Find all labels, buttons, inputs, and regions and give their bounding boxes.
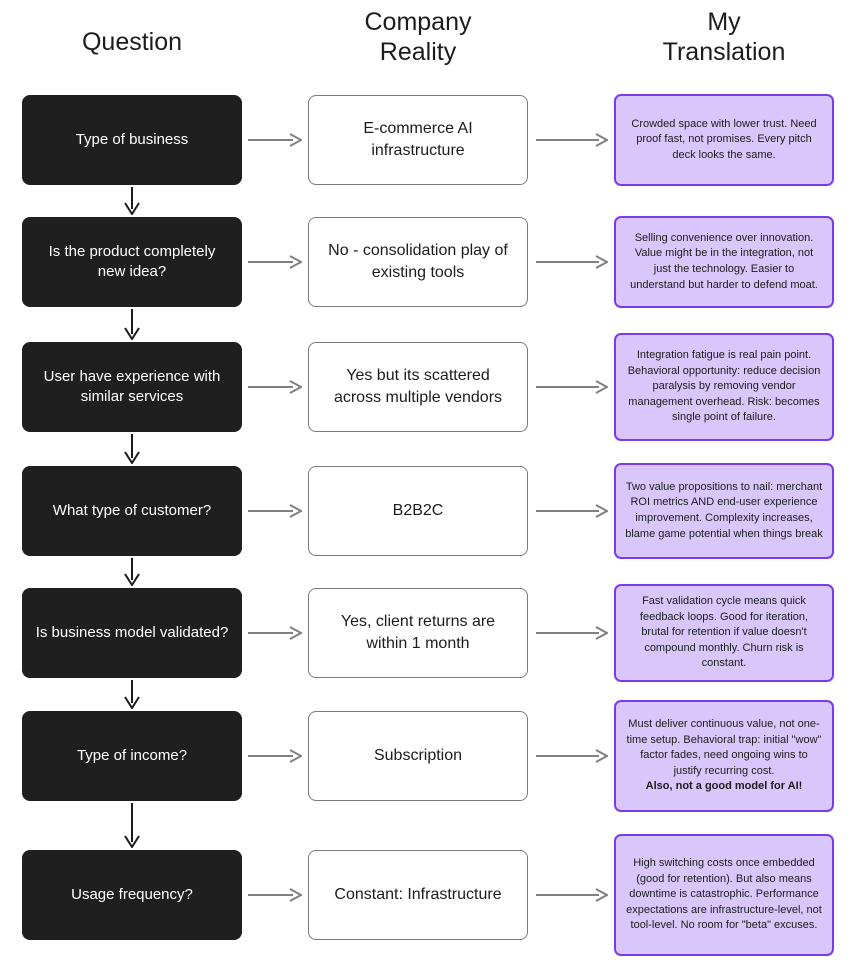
question-box[interactable]: Usage frequency? [22,850,242,940]
reality-box[interactable]: Subscription [308,711,528,801]
question-box-label: User have experience with similar servic… [43,367,221,405]
column-header-translation-line1: My [707,8,741,36]
translation-box-body: Two value propositions to nail: merchant… [625,480,823,542]
column-header-translation: My Translation [614,8,834,67]
question-box[interactable]: User have experience with similar servic… [22,342,242,432]
question-box[interactable]: What type of customer? [22,466,242,556]
connector-arrow-down [122,309,142,340]
question-box-label: Type of business [75,130,189,148]
translation-box-body: Crowded space with lower trust. Need pro… [625,117,823,164]
reality-box-label: B2B2C [392,502,444,520]
connector-arrow-right [536,888,608,902]
translation-box-body: Integration fatigue is real pain point. … [625,348,823,426]
question-box-label: Usage frequency? [71,885,193,903]
translation-box[interactable]: Selling convenience over innovation. Val… [614,216,834,308]
question-box[interactable]: Type of income? [22,711,242,801]
translation-box[interactable]: Fast validation cycle means quick feedba… [614,584,834,682]
translation-box-body: Fast validation cycle means quick feedba… [625,594,823,672]
column-header-reality-line2: Reality [379,37,457,66]
reality-box[interactable]: Constant: Infrastructure [308,850,528,940]
connector-arrow-down [122,558,142,586]
column-header-translation-line2: Translation [662,37,786,66]
connector-arrow-right [248,888,302,902]
column-header-question: Question [81,28,183,56]
reality-box-label: Yes but its scattered across multiple ve… [333,367,503,406]
reality-box[interactable]: B2B2C [308,466,528,556]
question-box-label: Type of income? [76,746,188,764]
translation-box[interactable]: Two value propositions to nail: merchant… [614,463,834,559]
translation-box-text: Must deliver continuous value, not one-t… [626,717,822,777]
connector-arrow-right [536,749,608,763]
translation-box[interactable]: High switching costs once embedded (good… [614,834,834,956]
connector-arrow-right [248,380,302,394]
reality-box-label: Yes, client returns are within 1 month [340,613,496,652]
reality-box[interactable]: E-commerce AI infrastructure [308,95,528,185]
reality-box[interactable]: No - consolidation play of existing tool… [308,217,528,307]
translation-box-text: Crowded space with lower trust. Need pro… [631,117,817,161]
connector-arrow-right [248,749,302,763]
question-box-label: What type of customer? [52,501,212,519]
translation-box-body: Must deliver continuous value, not one-t… [625,717,823,795]
reality-box-label: No - consolidation play of existing tool… [328,242,508,281]
translation-box-body: High switching costs once embedded (good… [625,856,823,934]
question-box[interactable]: Type of business [22,95,242,185]
connector-arrow-right [248,626,302,640]
connector-arrow-down [122,803,142,848]
reality-box-label: Subscription [373,747,463,765]
connector-arrow-right [536,380,608,394]
reality-box[interactable]: Yes but its scattered across multiple ve… [308,342,528,432]
question-box[interactable]: Is business model validated? [22,588,242,678]
reality-box[interactable]: Yes, client returns are within 1 month [308,588,528,678]
translation-box[interactable]: Must deliver continuous value, not one-t… [614,700,834,812]
column-headers: Question Company Reality My Translation [0,0,850,90]
question-box[interactable]: Is the product completely new idea? [22,217,242,307]
question-box-label: Is the product completely new idea? [48,242,216,280]
column-header-reality: Company Reality [308,8,528,67]
connector-arrow-down [122,680,142,709]
connector-arrow-right [248,504,302,518]
connector-arrow-right [536,255,608,269]
connector-arrow-right [248,255,302,269]
translation-box[interactable]: Integration fatigue is real pain point. … [614,333,834,441]
connector-arrow-right [248,133,302,147]
translation-box-text: High switching costs once embedded (good… [626,856,822,932]
column-header-reality-line1: Company [364,8,472,36]
translation-box-bold-note: Also, not a good model for AI! [645,780,803,793]
reality-box-label: Constant: Infrastructure [334,886,502,904]
translation-box-text: Integration fatigue is real pain point. … [627,348,821,424]
connector-arrow-right [536,504,608,518]
connector-arrow-down [122,187,142,215]
connector-arrow-down [122,434,142,464]
translation-box-body: Selling convenience over innovation. Val… [625,231,823,293]
connector-arrow-right [536,133,608,147]
translation-box[interactable]: Crowded space with lower trust. Need pro… [614,94,834,186]
translation-box-text: Two value propositions to nail: merchant… [625,480,823,540]
question-box-label: Is business model validated? [35,623,229,641]
connector-arrow-right [536,626,608,640]
translation-box-text: Selling convenience over innovation. Val… [630,231,818,291]
reality-box-label: E-commerce AI infrastructure [363,120,473,159]
translation-box-text: Fast validation cycle means quick feedba… [639,594,809,670]
